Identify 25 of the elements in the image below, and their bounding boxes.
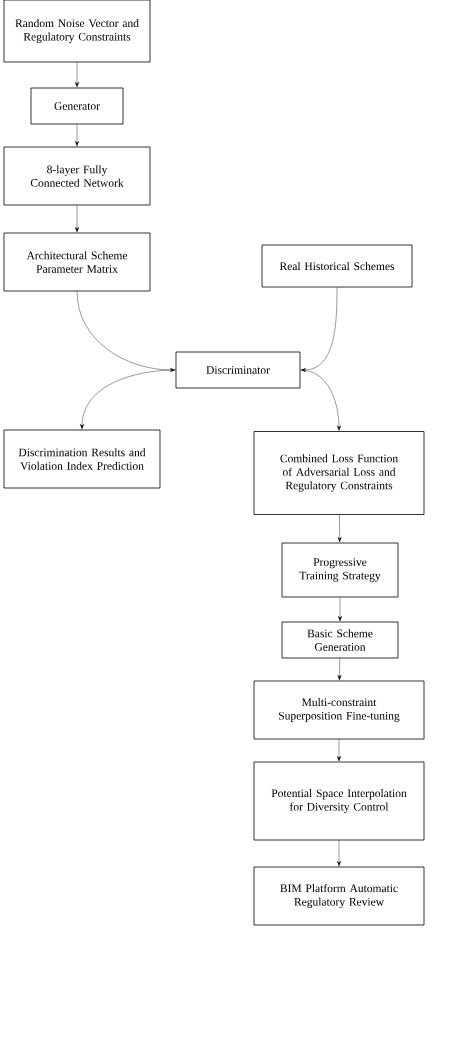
process-box: Generator <box>30 87 124 125</box>
process-box: Basic Scheme Generation <box>281 621 399 659</box>
process-box: Progressive Training Strategy <box>281 542 399 598</box>
arrow <box>337 840 341 867</box>
process-box: Architectural Scheme Parameter Matrix <box>3 232 151 292</box>
process-box: BIM Platform Automatic Regulatory Review <box>253 866 425 926</box>
arrow <box>76 291 176 372</box>
process-box: Discriminator <box>175 351 301 389</box>
arrow <box>300 287 338 372</box>
process-box: Potential Space Interpolation for Diversity Control <box>253 761 425 841</box>
process-box: Discrimination Results and Violation Index Prediction <box>3 429 161 489</box>
arrow <box>75 62 79 88</box>
process-box: Combined Loss Function of Adversarial Loss and Regulatory Constraints <box>253 431 425 515</box>
process-box: 8-layer Fully Connected Network <box>3 146 151 206</box>
arrow <box>338 597 342 622</box>
process-box: Random Noise Vector and Regulatory Constraints <box>3 0 151 63</box>
arrow <box>337 514 342 543</box>
process-box: Real Historical Schemes <box>261 244 413 288</box>
arrow <box>75 124 79 147</box>
arrow <box>337 658 342 681</box>
arrow <box>80 369 176 430</box>
process-box: Multi-constraint Superposition Fine-tuning <box>253 680 425 740</box>
arrow <box>300 369 341 431</box>
arrow <box>75 205 79 233</box>
arrow <box>337 739 341 762</box>
